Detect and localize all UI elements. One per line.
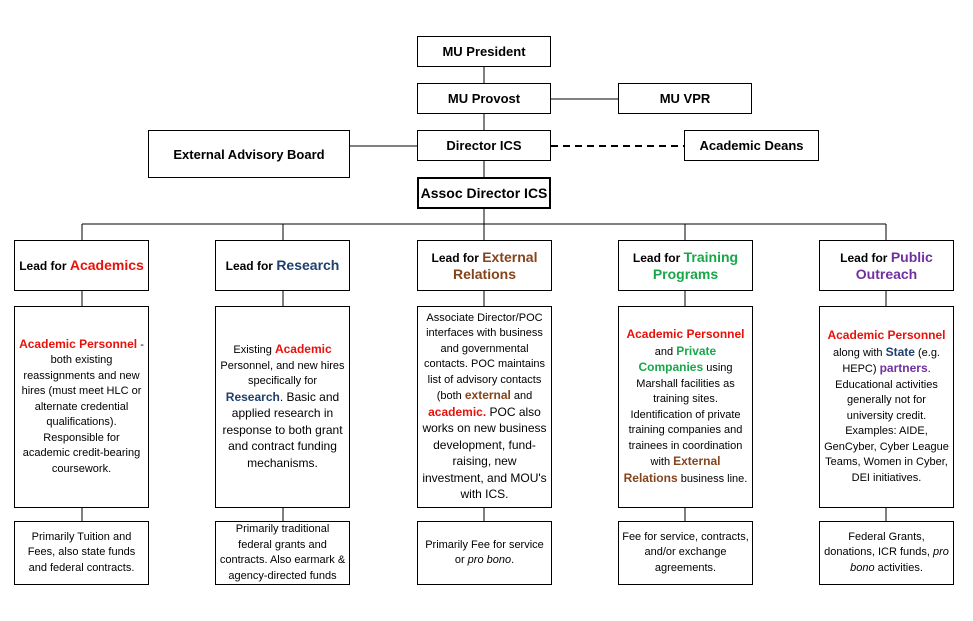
desc-academics-box: Academic Personnel - both existing reass… xyxy=(14,306,149,508)
funding-training-box: Fee for service, contracts, and/or excha… xyxy=(618,521,753,585)
vpr-label: MU VPR xyxy=(659,91,711,106)
lead-prefix: Lead for xyxy=(840,250,888,265)
external-highlight: external xyxy=(464,388,511,402)
lead-training-box: Lead for Training Programs xyxy=(618,240,753,291)
academic-personnel-highlight: Academic Personnel xyxy=(626,327,745,341)
lead-external-relations-label: External Relations xyxy=(452,248,538,282)
lead-research-label: Research xyxy=(276,257,340,273)
academic-highlight: Academic xyxy=(274,342,332,356)
lead-prefix: Lead for xyxy=(632,250,681,265)
partners-highlight: partners xyxy=(879,361,928,375)
president-label: MU President xyxy=(442,44,526,59)
desc-research-text: Existing Academic Personnel, and new hir… xyxy=(220,342,345,470)
state-highlight: State xyxy=(885,344,915,359)
desc-outreach-text: Academic Personnel along with State (e.g… xyxy=(824,328,949,484)
assoc-director-label: Assoc Director ICS xyxy=(420,185,548,201)
lead-prefix: Lead for xyxy=(431,250,479,265)
lead-training-title: Lead for Training Programs xyxy=(623,249,748,283)
assoc-director-box: Assoc Director ICS xyxy=(417,177,551,209)
funding-external-text: Primarily Fee for service or pro bono. xyxy=(425,538,544,567)
lead-academics-box: Lead for Academics xyxy=(14,240,149,291)
director-box: Director ICS xyxy=(417,130,551,161)
desc-academics-text: Academic Personnel - both existing reass… xyxy=(19,336,144,475)
funding-outreach-box: Federal Grants, donations, ICR funds, pr… xyxy=(819,521,954,585)
academic-personnel-highlight: Academic Personnel xyxy=(19,336,138,351)
funding-training-text: Fee for service, contracts, and/or excha… xyxy=(622,530,749,574)
funding-external-box: Primarily Fee for service or pro bono. xyxy=(417,521,552,585)
funding-outreach-text: Federal Grants, donations, ICR funds, pr… xyxy=(824,530,949,574)
funding-academics-box: Primarily Tuition and Fees, also state f… xyxy=(14,521,149,585)
funding-academics-text: Primarily Tuition and Fees, also state f… xyxy=(27,530,136,574)
president-box: MU President xyxy=(417,36,551,67)
lead-research-title: Lead for Research xyxy=(226,257,340,274)
lead-external-relations-title: Lead for External Relations xyxy=(422,249,547,283)
deans-box: Academic Deans xyxy=(684,130,819,161)
desc-external-text: Associate Director/POC interfaces with b… xyxy=(422,311,547,502)
lead-prefix: Lead for xyxy=(225,259,273,273)
advisory-board-label: External Advisory Board xyxy=(173,146,325,162)
deans-label: Academic Deans xyxy=(699,138,804,153)
lead-prefix: Lead for xyxy=(19,259,67,273)
funding-research-box: Primarily traditional federal grants and… xyxy=(215,521,350,585)
desc-outreach-box: Academic Personnel along with State (e.g… xyxy=(819,306,954,508)
lead-training-label: Training Programs xyxy=(652,248,739,282)
lead-public-outreach-title: Lead for Public Outreach xyxy=(824,249,949,283)
external-relations-highlight: External Relations xyxy=(623,454,721,485)
vpr-box: MU VPR xyxy=(618,83,752,114)
lead-research-box: Lead for Research xyxy=(215,240,350,291)
advisory-board-box: External Advisory Board xyxy=(148,130,350,178)
lead-academics-title: Lead for Academics xyxy=(19,257,144,274)
provost-box: MU Provost xyxy=(417,83,551,114)
desc-training-text: Academic Personnel and Private Companies… xyxy=(623,327,748,485)
desc-training-box: Academic Personnel and Private Companies… xyxy=(618,306,753,508)
lead-public-outreach-label: Public Outreach xyxy=(855,248,933,282)
desc-external-box: Associate Director/POC interfaces with b… xyxy=(417,306,552,508)
academic-highlight: academic. xyxy=(428,404,487,419)
lead-academics-label: Academics xyxy=(69,257,144,273)
private-companies-highlight: Private Companies xyxy=(638,343,717,375)
lead-public-outreach-box: Lead for Public Outreach xyxy=(819,240,954,291)
desc-research-box: Existing Academic Personnel, and new hir… xyxy=(215,306,350,508)
research-highlight: Research xyxy=(225,389,280,404)
director-label: Director ICS xyxy=(446,138,522,153)
provost-label: MU Provost xyxy=(447,91,521,106)
lead-external-relations-box: Lead for External Relations xyxy=(417,240,552,291)
funding-research-text: Primarily traditional federal grants and… xyxy=(219,523,346,582)
academic-personnel-highlight: Academic Personnel xyxy=(827,328,946,342)
